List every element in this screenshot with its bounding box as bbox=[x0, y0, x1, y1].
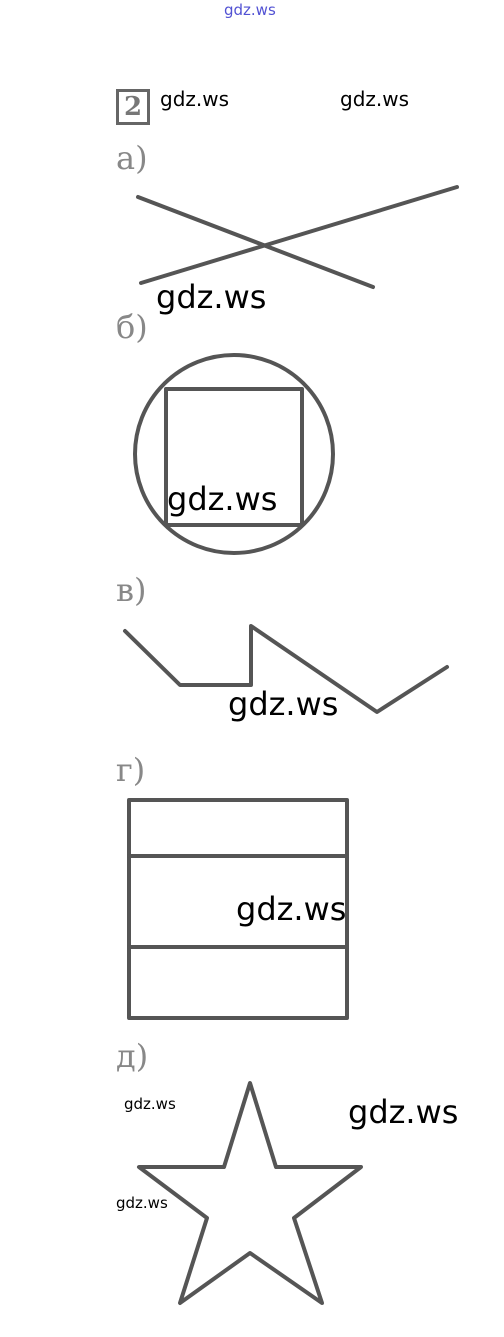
rectangle bbox=[127, 798, 349, 1020]
label-v: в) bbox=[116, 571, 147, 609]
label-g: г) bbox=[116, 751, 146, 789]
watermark-top: gdz.ws bbox=[224, 1, 276, 19]
label-d: д) bbox=[116, 1037, 149, 1075]
watermark: gdz.ws bbox=[116, 1194, 168, 1212]
circle bbox=[133, 353, 335, 555]
watermark: gdz.ws bbox=[340, 87, 410, 111]
watermark: gdz.ws bbox=[160, 87, 230, 111]
watermark: gdz.ws bbox=[348, 1093, 459, 1131]
label-b: б) bbox=[116, 308, 148, 346]
watermark: gdz.ws bbox=[228, 685, 339, 723]
line-2 bbox=[139, 185, 459, 285]
star bbox=[137, 1081, 363, 1305]
watermark: gdz.ws bbox=[124, 1095, 176, 1113]
polyline bbox=[123, 624, 449, 714]
square bbox=[164, 387, 304, 527]
task-number: 2 bbox=[116, 89, 150, 125]
watermark: gdz.ws bbox=[167, 480, 278, 518]
line-1 bbox=[136, 195, 375, 289]
watermark: gdz.ws bbox=[236, 890, 347, 928]
label-a: а) bbox=[116, 139, 148, 177]
watermark: gdz.ws bbox=[156, 278, 267, 316]
